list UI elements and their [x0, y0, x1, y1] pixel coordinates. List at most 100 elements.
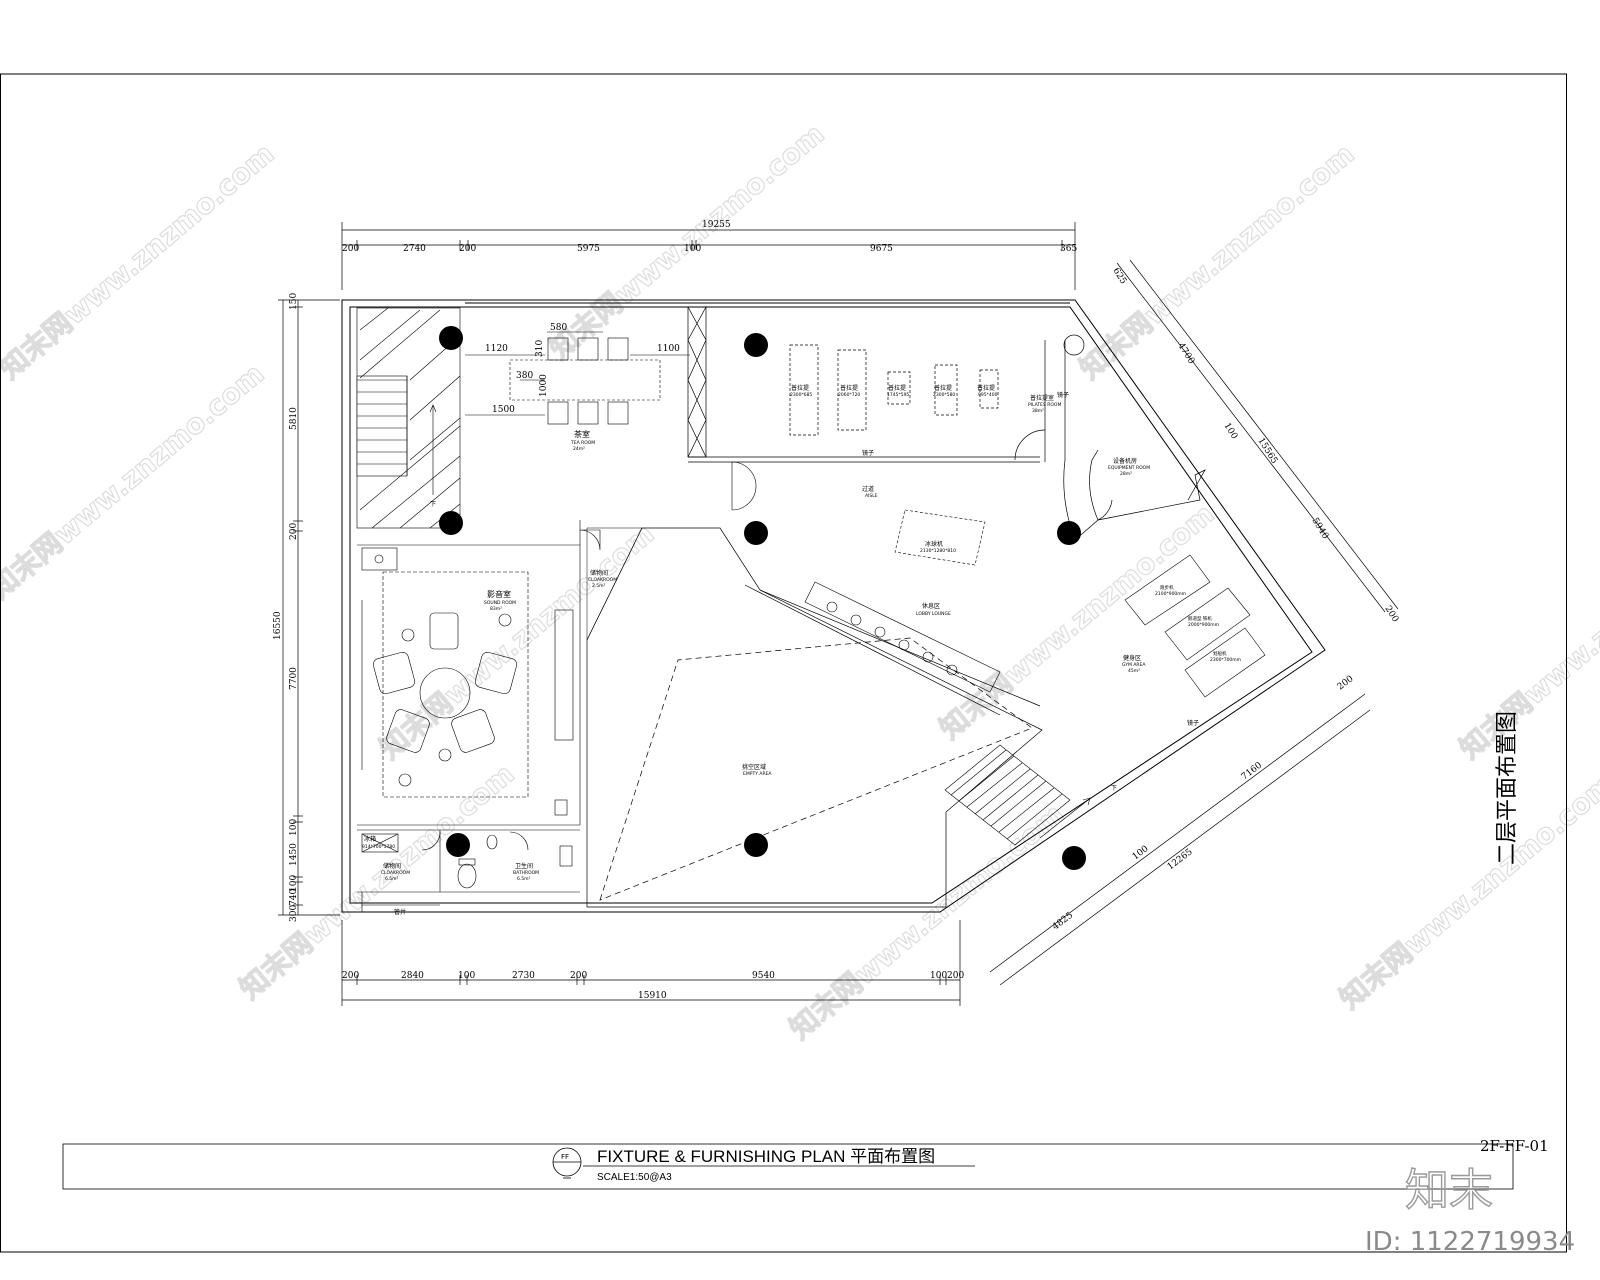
aisle-doors	[731, 461, 757, 511]
room-label-sound: 影音室	[487, 589, 511, 599]
room-en-lounge: LOBBY LOUNGE	[916, 611, 951, 617]
dim-top: 200	[342, 244, 359, 254]
plan-title: FIXTURE & FURNISHING PLAN 平面布置图	[597, 1147, 935, 1166]
pilates-size: 995*400	[978, 392, 998, 398]
watermark: 知末网www.znzmo.com	[373, 517, 660, 765]
room-label-lounge: 休息区	[922, 602, 940, 610]
tea-dim: 310	[535, 340, 545, 357]
room-label-cloak1: 储物间	[590, 569, 608, 577]
title-block	[62, 1143, 1514, 1190]
ice-machine-size: 2130*1280*810	[920, 548, 956, 554]
pilates-item: 普拉提	[934, 384, 952, 392]
mirror-label: 镜子	[1187, 719, 1199, 727]
dim-bottom: 200	[342, 971, 359, 981]
room-area-sound: 83m²	[490, 606, 502, 612]
equipment-room	[1063, 340, 1206, 541]
dim-right: 4825	[1051, 910, 1076, 932]
dim-bottom: 200	[570, 971, 587, 981]
dim-left: 150	[289, 293, 299, 310]
tea-dim: 580	[550, 323, 567, 333]
tea-dim: 1000	[539, 374, 549, 397]
room-label-pilates: 普拉提室	[1030, 394, 1054, 402]
pilates-size: 2060*720	[838, 392, 860, 398]
bottom-dimensions	[341, 920, 961, 1006]
dim-left-total: 16550	[273, 611, 283, 640]
watermark: 知末网www.znzmo.com	[1333, 767, 1600, 1015]
plan-scale: SCALE1:50@A3	[597, 1172, 672, 1183]
void-area	[586, 527, 1043, 908]
room-area-tea: 24m²	[573, 446, 585, 452]
room-en-equip: EQUIPMENT ROOM	[1108, 465, 1150, 471]
dim-top: 365	[1060, 244, 1077, 254]
room-label-aisle: 过道	[862, 485, 874, 493]
sound-room	[357, 520, 601, 826]
room-label-equip: 设备机房	[1113, 457, 1137, 465]
dim-top-total: 19255	[702, 220, 731, 230]
pilates-room	[687, 306, 1085, 463]
dim-bottom: 2840	[401, 971, 424, 981]
dim-right: 625	[1110, 266, 1128, 286]
dim-right: 100	[1131, 844, 1151, 862]
tea-dim: 380	[516, 371, 533, 381]
pilates-item: 普拉提	[977, 384, 995, 392]
dim-top: 9675	[870, 244, 893, 254]
pilates-size: 2300*685	[790, 392, 812, 398]
tea-dim: 1500	[492, 405, 515, 415]
room-area-equip: 28m²	[1120, 471, 1132, 477]
dim-bottom: 100	[458, 971, 475, 981]
dim-bottom: 200	[947, 971, 964, 981]
stair-left	[356, 307, 461, 529]
tea-dim: 1100	[657, 344, 680, 354]
dim-top: 5975	[577, 244, 600, 254]
service-rooms	[357, 829, 580, 912]
dim-bottom: 9540	[752, 971, 775, 981]
room-en-pilates: PILATES ROOM	[1028, 402, 1061, 408]
room-en-sound: SOUND ROOM	[484, 600, 516, 606]
gym-item-size: 2100*900mm	[1155, 591, 1186, 597]
brand-id: ID: 1122719934	[1365, 1227, 1575, 1257]
room-en-cloak1: CLOAKROOM	[588, 577, 617, 583]
fridge-label: 冰箱	[364, 835, 376, 843]
dim-right: 200	[1336, 674, 1356, 692]
gym-item-size: 2300*700mm	[1210, 657, 1241, 663]
room-en-empty: EMPTY AREA	[743, 771, 772, 777]
watermark: 知末网www.znzmo.com	[543, 117, 830, 365]
dim-left: 300	[289, 905, 299, 922]
room-area-cloak2: 6.5m²	[385, 876, 399, 882]
pilates-item: 普拉提	[840, 384, 858, 392]
sheet-border	[0, 73, 1567, 1253]
lounge-bench	[804, 581, 1001, 693]
dim-right: 100	[1221, 421, 1239, 441]
room-label-cloak2: 储物间	[383, 862, 401, 870]
columns	[439, 326, 1086, 870]
room-label-shaft: 管井	[394, 908, 406, 916]
sheet-number: 2F-FF-01	[1480, 1137, 1549, 1155]
watermark: 知末网www.znzmo.com	[783, 797, 1070, 1045]
room-en-tea: TEA ROOM	[570, 440, 595, 446]
dim-bottom: 2730	[512, 971, 535, 981]
brand-logo: 知末	[1405, 1165, 1493, 1216]
column	[744, 833, 768, 857]
dim-right: 5940	[1309, 516, 1330, 541]
column	[744, 333, 768, 357]
fridge-size: 914*700*1780	[362, 844, 395, 850]
column	[439, 326, 463, 350]
dim-left: 1450	[289, 843, 299, 866]
dim-top: 2740	[403, 244, 426, 254]
dim-bottom: 100	[930, 971, 947, 981]
mirror-label: 镜子	[1057, 391, 1069, 399]
room-en-bath: BATHROOM	[513, 870, 539, 876]
watermarks: 知末网www.znzmo.com 知末网www.znzmo.com 知末网www…	[0, 116, 1600, 1046]
watermark: 知末网www.znzmo.com	[233, 757, 520, 1005]
right-dimensions	[989, 259, 1399, 986]
dim-left: 100	[289, 875, 299, 892]
dim-left: 5810	[289, 407, 299, 430]
room-area-bath: 6.5m²	[517, 876, 531, 882]
room-label-empty: 挑空区域	[742, 763, 766, 771]
stair-right	[944, 744, 1091, 846]
ice-machine-label: 冰球机	[925, 540, 943, 548]
stair-down-label: 下	[430, 501, 436, 508]
tea-dim: 1120	[485, 344, 508, 354]
column	[439, 511, 463, 535]
